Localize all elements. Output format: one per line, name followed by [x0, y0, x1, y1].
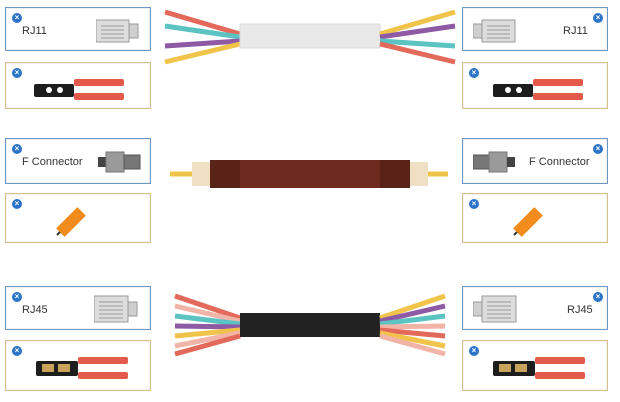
crimper-left-card[interactable]: × — [5, 62, 151, 109]
crimping-tool-icon — [493, 357, 585, 379]
punch-down-tool-icon — [56, 207, 86, 237]
f-connector-right-card[interactable]: × F Connector — [462, 138, 608, 184]
remove-icon[interactable]: × — [469, 68, 479, 78]
rj45-connector-icon — [94, 295, 138, 323]
card-label: RJ45 — [567, 304, 593, 316]
rj45-right-card[interactable]: × RJ45 — [462, 286, 608, 330]
crimper-rj45-right-card[interactable]: × — [462, 340, 608, 391]
crimper-rj45-left-card[interactable]: × — [5, 340, 151, 391]
rj11-right-card[interactable]: × RJ11 — [462, 7, 608, 51]
rj45-cable-icon — [174, 293, 446, 357]
remove-icon[interactable]: × — [593, 292, 603, 302]
punch-down-tool-icon — [513, 207, 543, 237]
rj45-connector-icon — [473, 295, 517, 323]
rj45-left-card[interactable]: × RJ45 — [5, 286, 151, 330]
remove-icon[interactable]: × — [469, 199, 479, 209]
rj11-left-card[interactable]: × RJ11 — [5, 7, 151, 51]
card-label: RJ11 — [563, 25, 588, 37]
remove-icon[interactable]: × — [12, 144, 22, 154]
remove-icon[interactable]: × — [593, 13, 603, 23]
remove-icon[interactable]: × — [12, 346, 22, 356]
rj11-connector-icon — [473, 19, 516, 43]
crimper-right-card[interactable]: × — [462, 62, 608, 109]
f-connector-icon — [473, 151, 515, 173]
card-label: F Connector — [529, 156, 590, 168]
card-label: F Connector — [22, 156, 83, 168]
punch-tool-left-card[interactable]: × — [5, 193, 151, 243]
f-connector-icon — [98, 151, 141, 173]
crimping-tool-icon — [36, 357, 128, 379]
remove-icon[interactable]: × — [12, 292, 22, 302]
rj11-connector-icon — [96, 19, 139, 43]
remove-icon[interactable]: × — [469, 346, 479, 356]
card-label: RJ45 — [22, 304, 48, 316]
punch-tool-right-card[interactable]: × — [462, 193, 608, 243]
remove-icon[interactable]: × — [12, 68, 22, 78]
crimping-tool-icon — [34, 79, 124, 100]
rj11-cable-icon — [164, 9, 456, 65]
card-label: RJ11 — [22, 25, 47, 37]
f-connector-left-card[interactable]: × F Connector — [5, 138, 151, 184]
remove-icon[interactable]: × — [12, 13, 22, 23]
crimping-tool-icon — [493, 79, 583, 100]
remove-icon[interactable]: × — [593, 144, 603, 154]
remove-icon[interactable]: × — [12, 199, 22, 209]
coaxial-cable-icon — [170, 160, 448, 188]
